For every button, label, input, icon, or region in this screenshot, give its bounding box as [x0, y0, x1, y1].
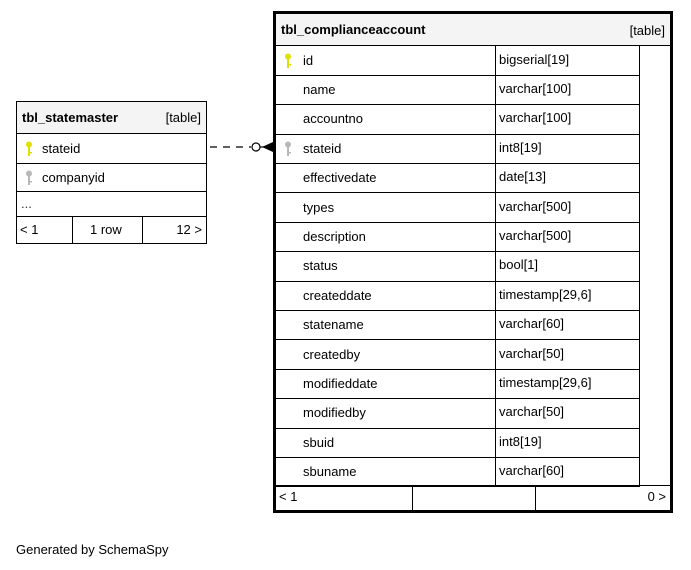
footer-prev[interactable]: < 1	[20, 222, 39, 237]
table-tbl-statemaster[interactable]: tbl_statemaster [table] stateid companyid…	[16, 101, 207, 244]
column-row[interactable]: stateid	[17, 134, 206, 164]
column-type: varchar[100]	[499, 110, 572, 126]
column-name: statename	[303, 317, 364, 333]
column-name: name	[303, 82, 336, 98]
column-row[interactable]: modifieddate timestamp[29,6]	[276, 369, 639, 400]
column-row[interactable]: sbuname varchar[60]	[276, 457, 639, 487]
column-name: sbuid	[303, 434, 335, 450]
footer-prev[interactable]: < 1	[279, 489, 298, 504]
column-type: bool[1]	[499, 257, 539, 273]
column-name: id	[303, 52, 314, 68]
table-name: tbl_statemaster	[22, 110, 119, 125]
table-footer: < 1 0 >	[276, 485, 670, 510]
column-row[interactable]: stateid int8[19]	[276, 134, 639, 165]
column-row[interactable]: statename varchar[60]	[276, 310, 639, 341]
column-type: timestamp[29,6]	[499, 286, 592, 302]
table-tbl-complianceaccount[interactable]: tbl_complianceaccount [table] id bigseria…	[273, 11, 673, 513]
primary-key-icon	[284, 53, 296, 69]
primary-key-icon	[25, 141, 37, 157]
column-name: status	[303, 258, 338, 274]
column-type: int8[19]	[499, 139, 542, 155]
column-row[interactable]: companyid	[17, 163, 206, 192]
footer-rows: 1 row	[90, 222, 122, 237]
foreign-key-icon	[25, 170, 37, 186]
more-columns-row: ...	[17, 192, 206, 217]
table-header: tbl_statemaster [table]	[17, 102, 206, 134]
column-name: description	[303, 229, 366, 245]
column-name: companyid	[42, 169, 105, 185]
column-type: varchar[60]	[499, 316, 565, 332]
column-type: varchar[500]	[499, 198, 572, 214]
table-kind: [table]	[629, 23, 665, 38]
column-row[interactable]: modifiedby varchar[50]	[276, 398, 639, 429]
table-footer: < 1 1 row 12 >	[17, 217, 206, 243]
column-name: accountno	[303, 111, 363, 127]
column-name: modifieddate	[303, 376, 378, 392]
column-row[interactable]: accountno varchar[100]	[276, 104, 639, 135]
generated-by-label: Generated by SchemaSpy	[16, 542, 169, 557]
column-type: varchar[50]	[499, 345, 565, 361]
column-row[interactable]: sbuid int8[19]	[276, 428, 639, 459]
table-header: tbl_complianceaccount [table]	[276, 14, 670, 46]
column-type: varchar[100]	[499, 81, 572, 97]
more-indicator: ...	[21, 196, 32, 211]
column-row[interactable]: id bigserial[19]	[276, 46, 639, 76]
column-name: stateid	[303, 140, 342, 156]
foreign-key-icon	[284, 141, 296, 157]
column-row[interactable]: createdby varchar[50]	[276, 340, 639, 370]
column-row[interactable]: name varchar[100]	[276, 75, 639, 106]
column-row[interactable]: description varchar[500]	[276, 222, 639, 253]
column-row[interactable]: effectivedate date[13]	[276, 163, 639, 194]
column-row[interactable]: createddate timestamp[29,6]	[276, 281, 639, 312]
column-name: modifiedby	[303, 405, 366, 421]
table-name: tbl_complianceaccount	[281, 22, 426, 37]
column-type: date[13]	[499, 169, 546, 185]
column-name: stateid	[42, 140, 81, 156]
column-type: varchar[500]	[499, 228, 572, 244]
footer-next[interactable]: 0 >	[647, 489, 666, 504]
column-type: bigserial[19]	[499, 51, 570, 67]
column-type: varchar[50]	[499, 404, 565, 420]
relationship-connector	[210, 142, 273, 152]
column-row[interactable]: types varchar[500]	[276, 193, 639, 223]
column-type: timestamp[29,6]	[499, 375, 592, 391]
column-name: createdby	[303, 346, 361, 362]
column-type: varchar[60]	[499, 463, 565, 479]
column-type: int8[19]	[499, 433, 542, 449]
footer-next[interactable]: 12 >	[176, 222, 202, 237]
table-kind: [table]	[165, 110, 201, 125]
column-name: createddate	[303, 287, 372, 303]
column-name: effectivedate	[303, 170, 377, 186]
column-name: types	[303, 199, 335, 215]
column-name: sbuname	[303, 464, 357, 480]
column-row[interactable]: status bool[1]	[276, 251, 639, 282]
